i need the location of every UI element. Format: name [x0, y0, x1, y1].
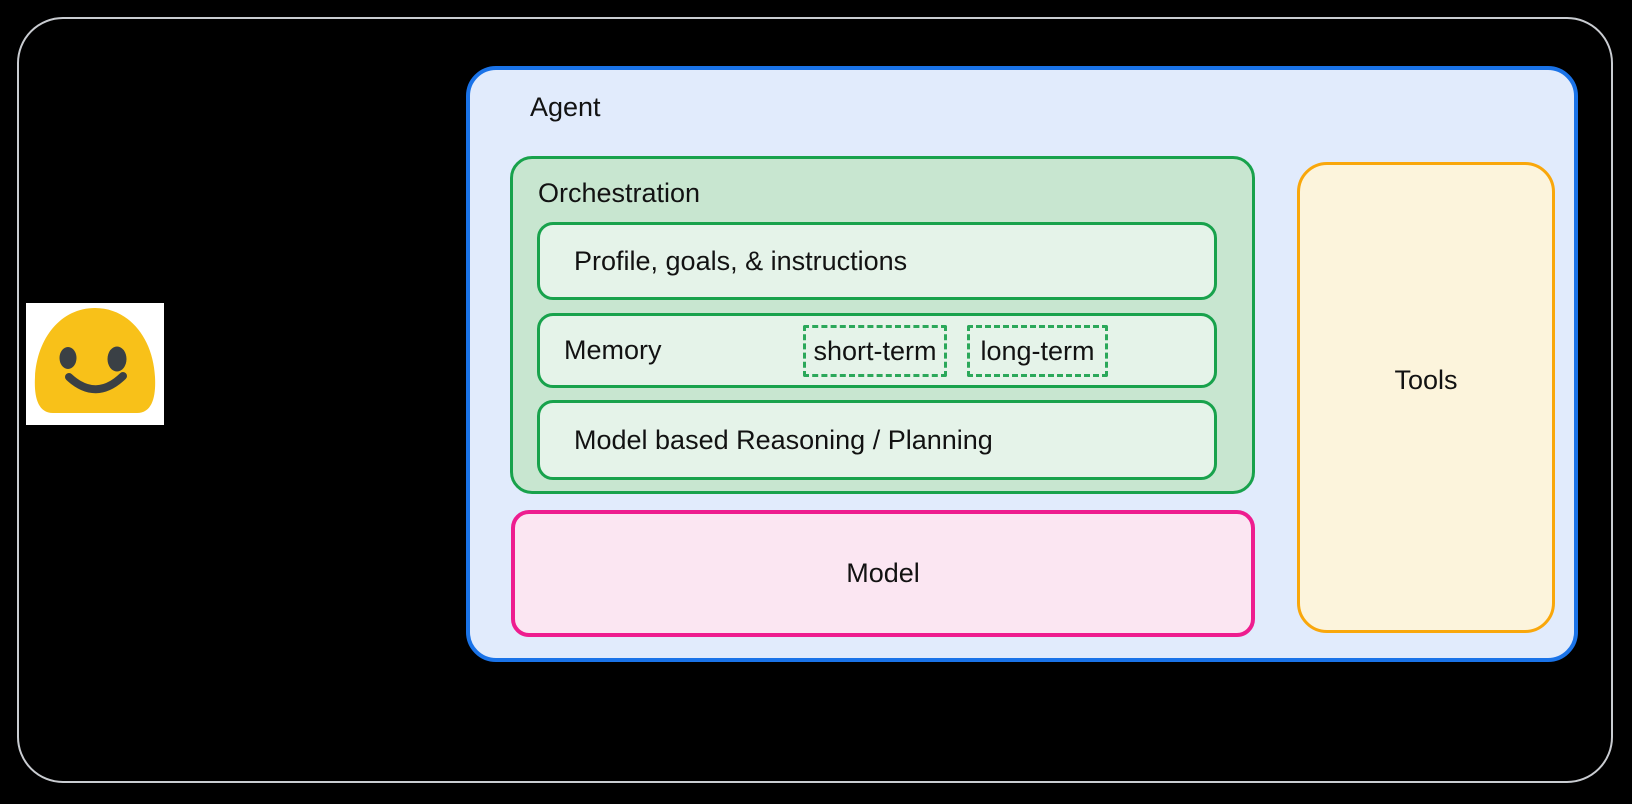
long-term-memory-box: long-term	[967, 325, 1108, 377]
smiling-blob-face-emoji-icon	[34, 308, 156, 413]
model-box: Model	[511, 510, 1255, 637]
profile-goals-instructions-box: Profile, goals, & instructions	[537, 222, 1217, 300]
short-term-memory-box: short-term	[803, 325, 947, 377]
profile-goals-instructions-label: Profile, goals, & instructions	[574, 245, 908, 276]
agent-label: Agent	[530, 92, 601, 122]
model-based-reasoning-planning-box: Model based Reasoning / Planning	[537, 400, 1217, 480]
model-label: Model	[846, 558, 920, 588]
long-term-memory-label: long-term	[980, 335, 1095, 366]
orchestration-label: Orchestration	[538, 178, 701, 208]
model-based-reasoning-planning-label: Model based Reasoning / Planning	[574, 424, 993, 455]
tools-box: Tools	[1297, 162, 1555, 633]
tools-label: Tools	[1394, 365, 1458, 395]
rounded-outer-frame	[17, 17, 1613, 783]
memory-label: Memory	[564, 335, 662, 365]
user-emoji-patch	[26, 303, 164, 425]
short-term-memory-label: short-term	[813, 335, 937, 366]
